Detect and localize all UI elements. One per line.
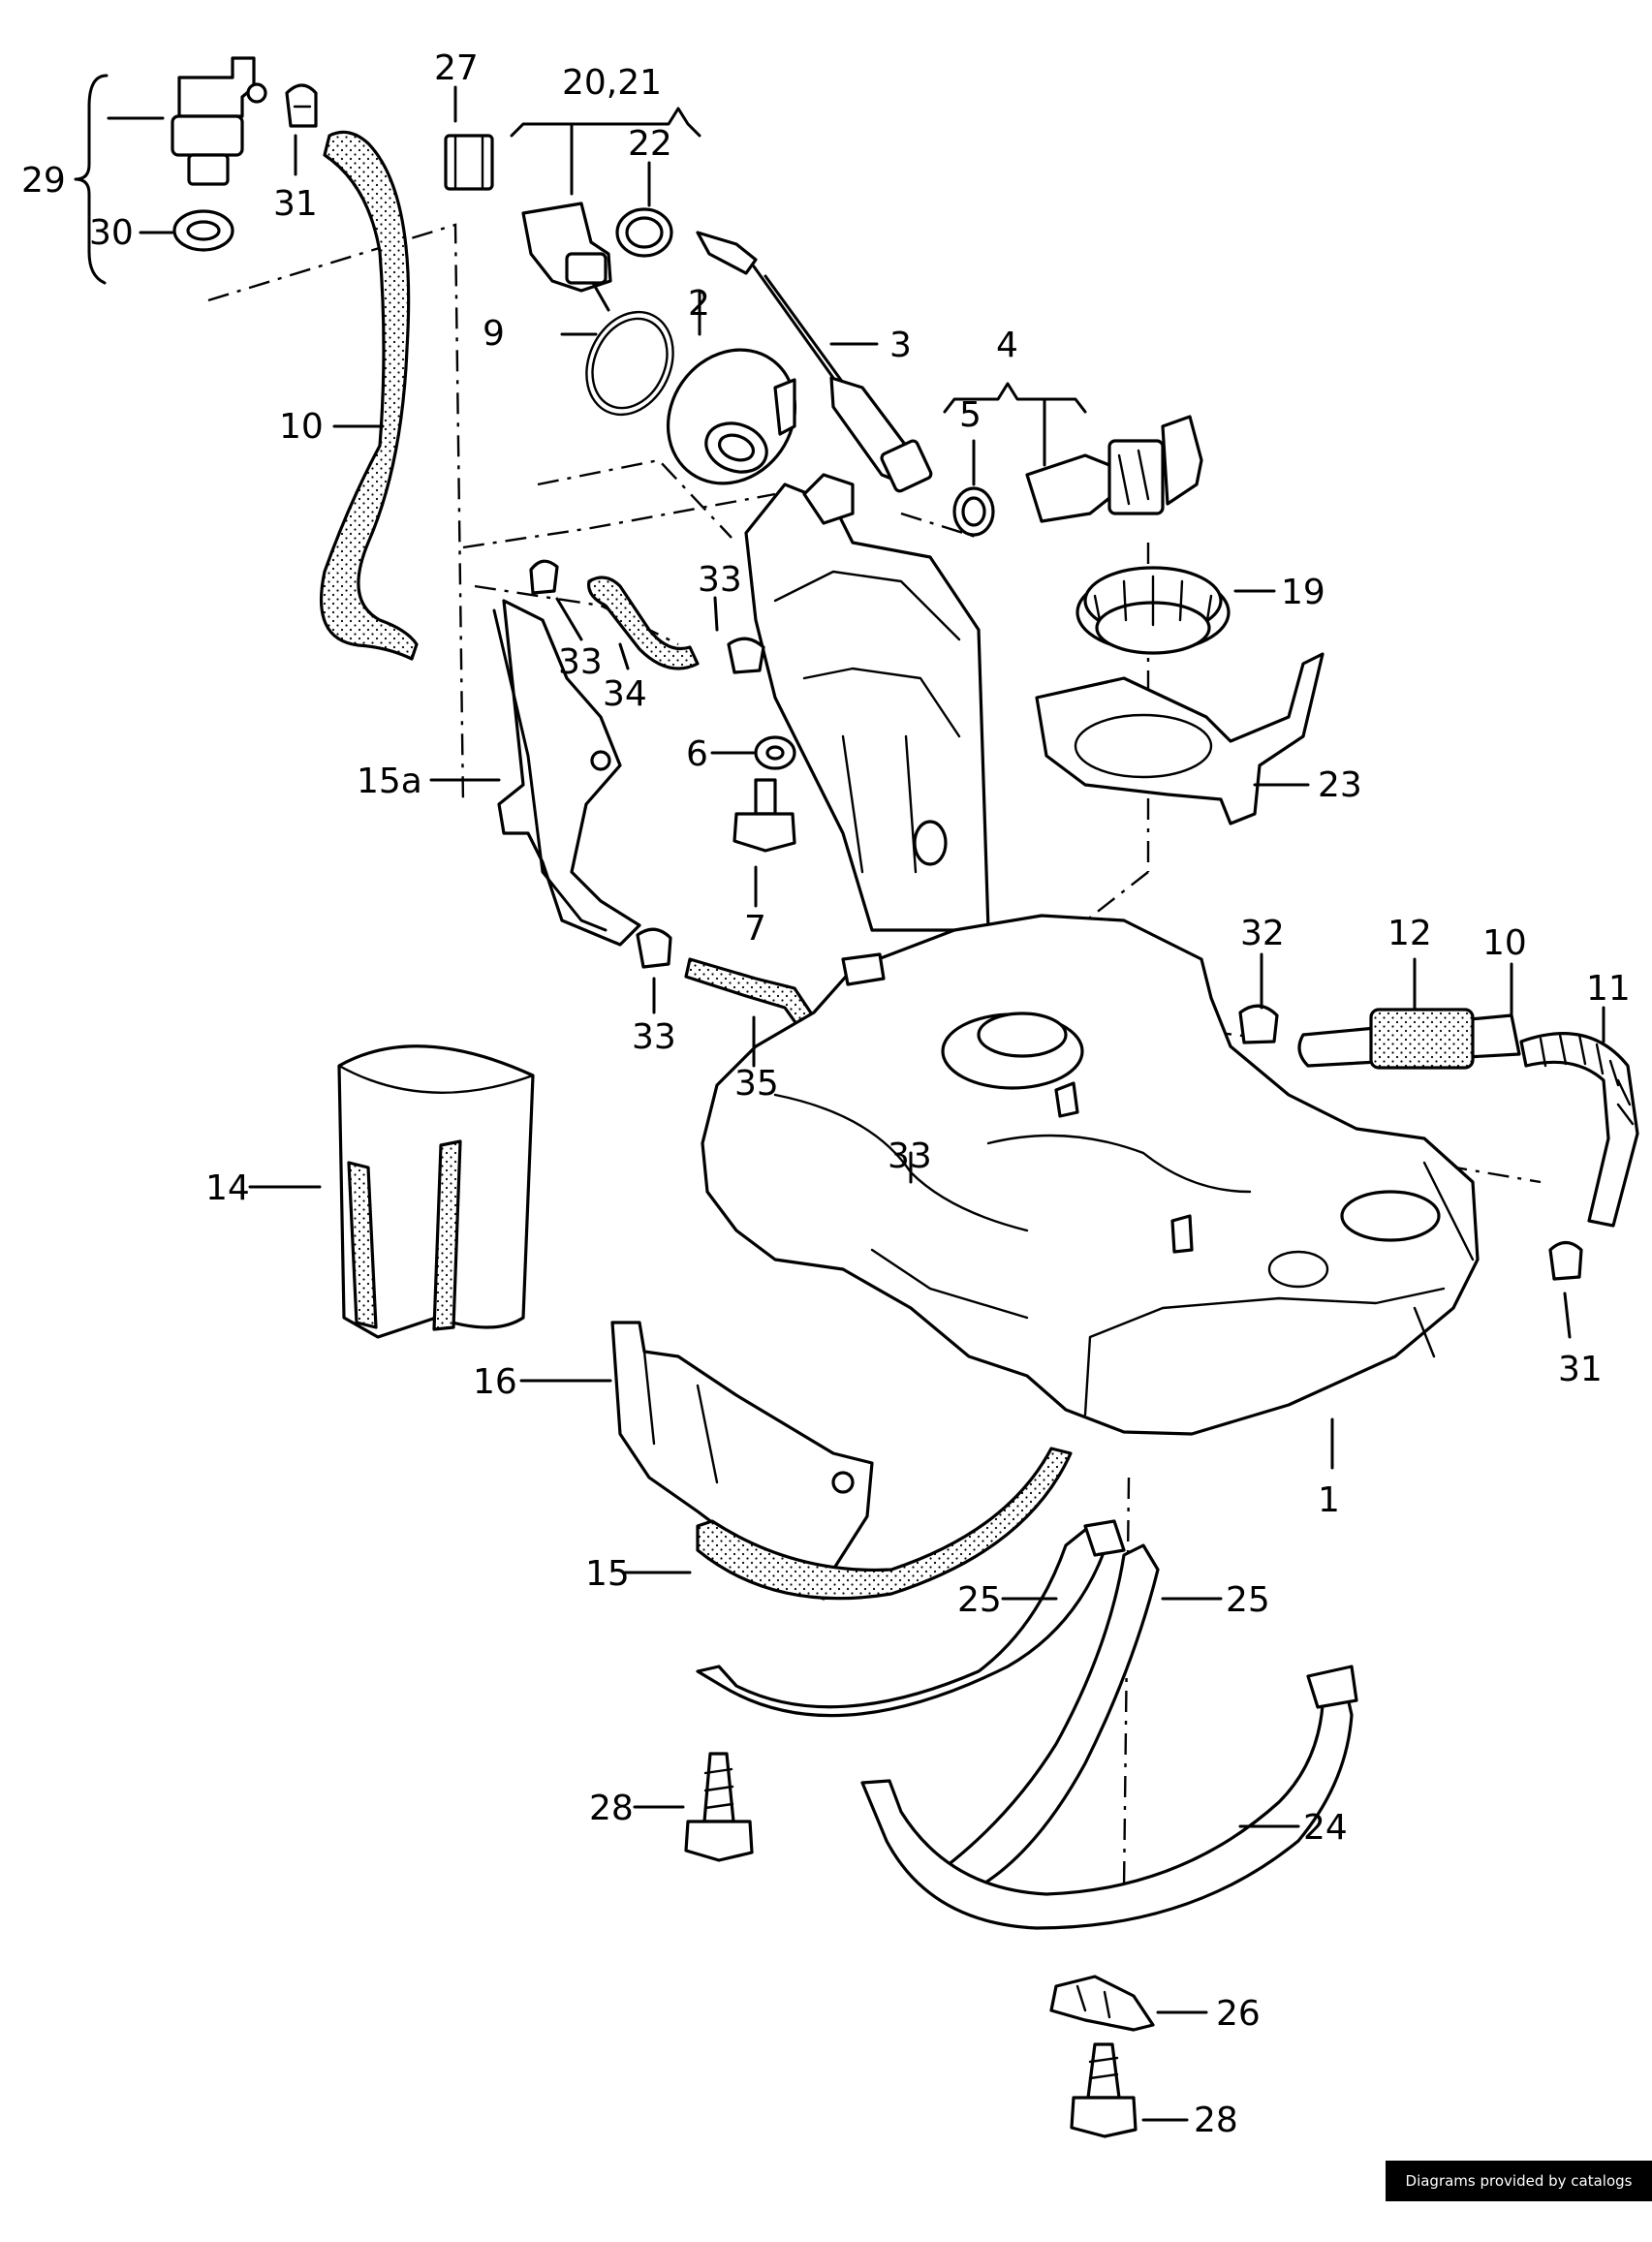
label-4: 4: [996, 326, 1018, 365]
part-27-clip: [444, 134, 494, 191]
label-20-21: 20,21: [562, 63, 662, 103]
callout-labels: 29 30 31 27 20,21 22 2 3 4 5 9 10 19 33 …: [21, 48, 1631, 2140]
label-19: 19: [1281, 573, 1325, 612]
part-30-seal-ring: [172, 209, 234, 252]
label-28-lower: 28: [1194, 2101, 1238, 2140]
label-27: 27: [434, 48, 479, 88]
part-4-fuel-filter: [1025, 415, 1203, 523]
label-33-upper-left: 33: [558, 642, 603, 682]
part-11-bellows-hose: [1519, 1032, 1639, 1228]
part-19-locking-ring: [1075, 566, 1231, 655]
part-1-fuel-tank: [701, 914, 1480, 1436]
part-25-strap-right: [933, 1519, 1160, 1901]
label-2: 2: [688, 284, 710, 324]
label-5: 5: [959, 395, 982, 435]
part-33-clip-upper-right: [727, 637, 765, 674]
label-29: 29: [21, 161, 66, 201]
part-26-bracket: [1049, 1975, 1155, 2032]
label-31-top: 31: [273, 184, 318, 224]
part-23-tank-bracket: [1035, 652, 1325, 825]
label-33-upper-right: 33: [698, 560, 742, 600]
label-3: 3: [889, 326, 912, 365]
label-25-right: 25: [1226, 1580, 1270, 1620]
label-10-right: 10: [1482, 923, 1527, 963]
part-2-fuel-pump-flange: [666, 348, 797, 485]
part-31-hose-clip-top: [285, 83, 318, 128]
part-15a-bracket: [492, 599, 641, 947]
label-31-bottom: 31: [1558, 1350, 1603, 1389]
part-34-hose: [587, 576, 700, 670]
part-filler-neck-housing: [744, 473, 990, 932]
label-28-upper: 28: [589, 1789, 634, 1828]
label-6: 6: [686, 734, 708, 774]
label-22: 22: [628, 124, 672, 164]
label-35: 35: [734, 1064, 779, 1104]
part-7-bolt: [732, 778, 796, 853]
part-15-insulation-strip: [696, 1447, 1073, 1601]
part-33-clip-upper-left: [529, 559, 559, 595]
part-14-insulation-sleeve: [337, 1044, 535, 1339]
part-31-hose-clip-bottom: [1548, 1240, 1583, 1281]
part-12-hose-sleeve: [1369, 1008, 1475, 1070]
part-32-hose-clip: [1238, 1004, 1279, 1044]
label-16: 16: [473, 1362, 517, 1402]
label-25-left: 25: [957, 1580, 1002, 1620]
label-12: 12: [1387, 914, 1432, 953]
leader-lines: [74, 74, 1605, 2122]
part-28-screw-lower: [1070, 2042, 1138, 2138]
label-33-middle: 33: [632, 1017, 676, 1057]
part-10-vent-hose: [320, 130, 419, 661]
part-28-screw-upper: [684, 1752, 754, 1862]
part-6-grommet: [754, 735, 796, 770]
part-9-retaining-ring: [585, 310, 674, 417]
part-24-strap: [860, 1665, 1358, 1930]
label-7: 7: [744, 909, 766, 949]
label-9: 9: [483, 314, 505, 354]
label-1: 1: [1318, 1480, 1340, 1520]
label-26: 26: [1216, 1994, 1261, 2034]
part-29-breather-valve: [171, 56, 267, 186]
part-3-wiring-harness: [696, 231, 933, 493]
label-15: 15: [585, 1554, 630, 1594]
diagram-credit-badge: Diagrams provided by catalogs parts: [1386, 2161, 1652, 2230]
label-23: 23: [1318, 765, 1362, 805]
part-5-o-ring: [952, 486, 995, 537]
part-33-clip-middle: [636, 927, 672, 969]
label-24: 24: [1303, 1808, 1348, 1848]
label-14: 14: [205, 1168, 250, 1208]
label-33-lower: 33: [888, 1137, 932, 1176]
part-20-21-sender-unit: [521, 202, 612, 312]
label-15a: 15a: [357, 762, 422, 801]
label-10-left: 10: [279, 407, 324, 447]
label-32: 32: [1240, 914, 1285, 953]
label-11: 11: [1586, 969, 1631, 1009]
label-34: 34: [603, 674, 647, 714]
part-16-heat-shield: [610, 1321, 874, 1601]
label-30: 30: [89, 213, 134, 253]
part-22-o-ring: [615, 207, 673, 258]
